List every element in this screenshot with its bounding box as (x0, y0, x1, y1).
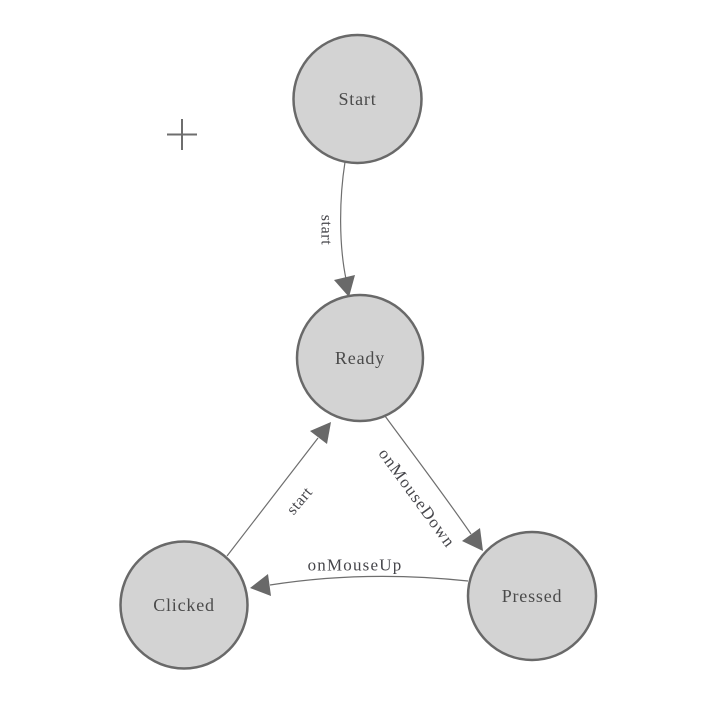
crosshair-icon (167, 119, 197, 150)
state-node-start[interactable]: Start (292, 33, 423, 165)
edge-arrowhead (462, 528, 483, 551)
edge-path (269, 575, 469, 586)
node-circle[interactable] (466, 530, 598, 662)
node-label: Pressed (502, 586, 563, 606)
edge-path (340, 161, 347, 280)
edge-pressed-to-clicked: onMouseUp (250, 556, 469, 596)
edge-arrowhead (334, 275, 355, 297)
edge-label-onmouseup: onMouseUp (308, 556, 403, 575)
edge-label-start: start (318, 215, 335, 246)
node-label: Clicked (153, 595, 215, 615)
state-node-clicked[interactable]: Clicked (119, 540, 249, 670)
edge-start-to-ready: start (318, 161, 355, 297)
edge-label-start-2: start (284, 484, 317, 518)
state-node-ready[interactable]: Ready (295, 293, 425, 423)
edge-label-onmousedown: onMouseDown (375, 445, 460, 552)
edge-arrowhead (310, 422, 331, 444)
edge-arrowhead (250, 574, 271, 596)
node-label: Ready (335, 348, 385, 368)
edge-clicked-to-ready: start (226, 422, 331, 557)
node-circle[interactable] (292, 33, 423, 165)
edge-path (226, 437, 319, 557)
node-label: Start (339, 89, 377, 109)
state-node-pressed[interactable]: Pressed (466, 530, 598, 662)
node-circle[interactable] (295, 293, 425, 423)
edge-ready-to-pressed: onMouseDown (375, 415, 483, 552)
node-circle[interactable] (119, 540, 249, 670)
edge-path (384, 415, 472, 535)
